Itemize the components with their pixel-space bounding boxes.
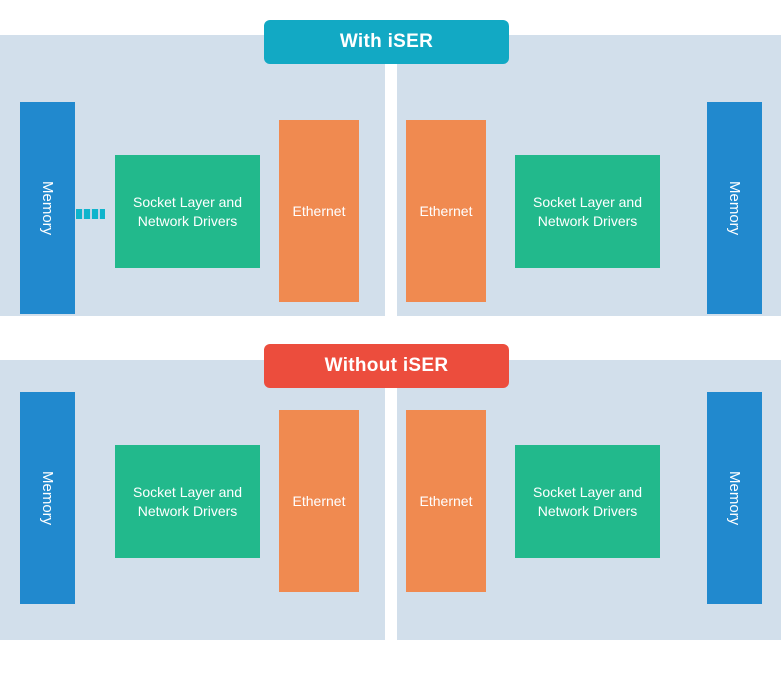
ethernet-block-top-right: Ethernet: [406, 120, 486, 302]
socket-layer-label: Socket Layer and Network Drivers: [133, 483, 242, 519]
ethernet-label: Ethernet: [292, 203, 346, 219]
banner-without-iser: Without iSER: [264, 344, 509, 388]
memory-block-bottom-right: Memory: [707, 392, 762, 604]
iser-data-path-connector: [76, 209, 105, 219]
socket-layer-label: Socket Layer and Network Drivers: [133, 193, 242, 229]
ethernet-block-top-left: Ethernet: [279, 120, 359, 302]
ethernet-label: Ethernet: [419, 493, 473, 509]
memory-label: Memory: [726, 470, 743, 526]
memory-block-top-left: Memory: [20, 102, 75, 314]
socket-layer-block-bottom-left: Socket Layer and Network Drivers: [115, 445, 260, 558]
memory-label: Memory: [726, 180, 743, 236]
socket-layer-label: Socket Layer and Network Drivers: [533, 193, 642, 229]
memory-label: Memory: [39, 470, 56, 526]
panel-divider-top: [385, 35, 397, 316]
ethernet-label: Ethernet: [419, 203, 473, 219]
banner-with-iser-label: With iSER: [339, 31, 434, 52]
banner-without-iser-label: Without iSER: [324, 355, 449, 376]
socket-layer-block-top-left: Socket Layer and Network Drivers: [115, 155, 260, 268]
memory-label: Memory: [39, 180, 56, 236]
memory-block-top-right: Memory: [707, 102, 762, 314]
memory-block-bottom-left: Memory: [20, 392, 75, 604]
socket-layer-label: Socket Layer and Network Drivers: [533, 483, 642, 519]
socket-layer-block-top-right: Socket Layer and Network Drivers: [515, 155, 660, 268]
section-with-iser: Memory Socket Layer and Network Drivers …: [0, 35, 781, 316]
socket-layer-block-bottom-right: Socket Layer and Network Drivers: [515, 445, 660, 558]
panel-divider-bottom: [385, 360, 397, 640]
ethernet-block-bottom-left: Ethernet: [279, 410, 359, 592]
ethernet-block-bottom-right: Ethernet: [406, 410, 486, 592]
banner-with-iser: With iSER: [264, 20, 509, 64]
ethernet-label: Ethernet: [292, 493, 346, 509]
